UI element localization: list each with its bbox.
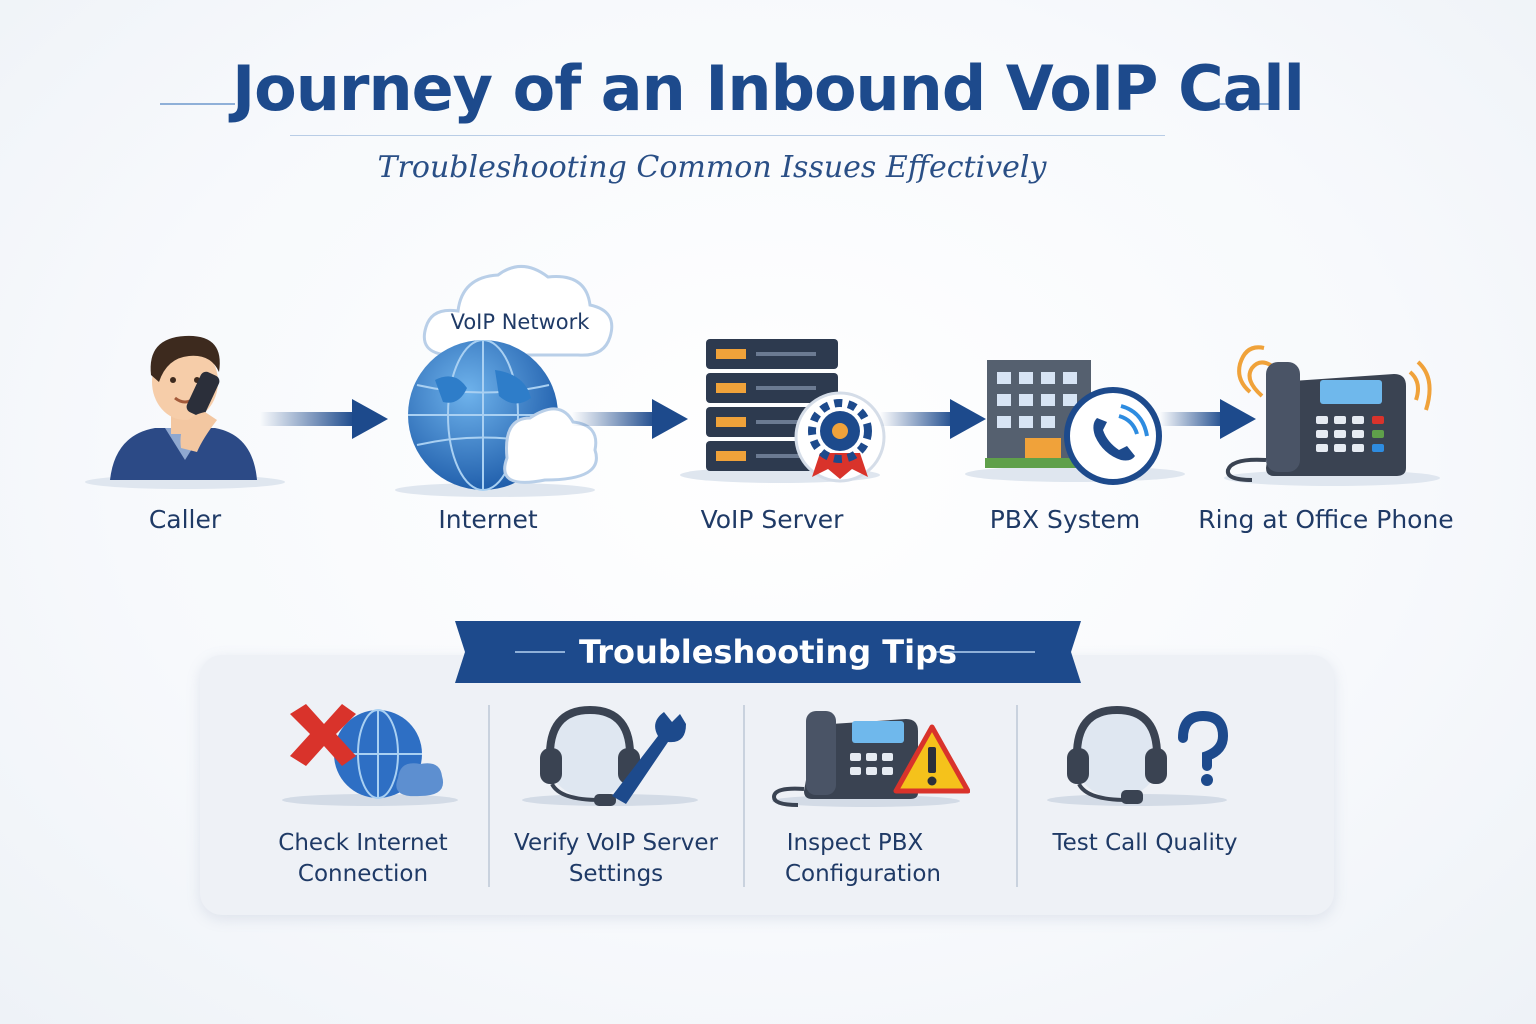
- tip-divider-3: [1016, 705, 1018, 887]
- page-subtitle: Troubleshooting Common Issues Effectivel…: [377, 150, 1047, 185]
- flow-arrow-3: [880, 399, 986, 439]
- tip-check-internet-line2: Connection: [297, 861, 429, 887]
- stage-label-caller: Caller: [148, 505, 222, 534]
- headset-question-icon: [1047, 705, 1229, 806]
- page-title: Journey of an Inbound VoIP Call: [232, 52, 1305, 125]
- tip-inspect-pbx-line2: Configuration: [785, 861, 941, 887]
- title-rule-right: [1196, 103, 1271, 105]
- stage-label-internet: Internet: [438, 505, 538, 534]
- tip-inspect-pbx-line1: Inspect PBX: [786, 830, 924, 856]
- tip-verify-server-line1: Verify VoIP Server: [514, 830, 718, 856]
- tip-check-internet-line1: Check Internet: [278, 830, 448, 856]
- tips-banner: [455, 621, 1081, 683]
- stage-label-pbx-system: PBX System: [989, 505, 1141, 534]
- globe-icon: [395, 340, 598, 497]
- tip-test-call-quality: Test Call Quality: [1052, 830, 1238, 856]
- tip-verify-server-line2: Settings: [568, 861, 664, 887]
- tip-divider-1: [488, 705, 490, 887]
- title-underline: [290, 135, 1165, 136]
- headset-wrench-icon: [522, 705, 698, 806]
- server-icon: [680, 339, 886, 483]
- cloud-network-label: VoIP Network: [450, 310, 590, 334]
- caller-icon: [85, 335, 285, 489]
- flow-arrow-4: [1160, 399, 1256, 439]
- tip-divider-2: [743, 705, 745, 887]
- stage-label-office-phone: Ring at Office Phone: [1198, 505, 1454, 534]
- pbx-building-icon: [965, 360, 1185, 485]
- flow-arrow-1: [260, 399, 388, 439]
- title-rule-left: [160, 103, 235, 105]
- stage-label-voip-server: VoIP Server: [700, 505, 844, 534]
- no-connection-globe-icon: [282, 704, 458, 806]
- cloud-network-icon: [422, 265, 614, 357]
- tips-heading: Troubleshooting Tips: [578, 633, 958, 671]
- office-phone-icon: [1224, 345, 1440, 486]
- phone-warning-icon: [771, 711, 970, 807]
- flow-arrow-2: [572, 399, 688, 439]
